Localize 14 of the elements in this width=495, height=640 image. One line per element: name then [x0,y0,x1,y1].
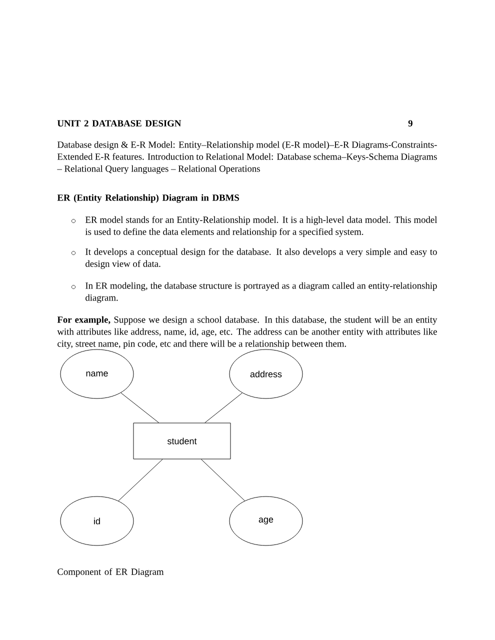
bullet-text: It develops a conceptual design for the database. It also develops a very simple and easy to design view of data. [86,248,437,269]
paragraph: For example, Suppose we design a school database. In this database, the student will be an entity with attributes like address, name, id, age, etc. The address can be another entity with attributes like city, street name, pin code, etc and there will be a relationship between them. [57,316,438,349]
bullet-text: ER model stands for an Entity-Relationship model. It is a high-level data model. This model is used to define the data elements and relationship for a specified system. [85,216,438,237]
caption: Component of ER Diagram [58,568,164,577]
bullet-text: In ER modeling, the database structure is portrayed as a diagram called an entity-relationship diagram. [86,282,437,303]
page-number: 9 [408,120,412,127]
section-heading: ER (Entity Relationship) Diagram in DBMS [57,194,239,203]
connector-line [120,392,160,423]
connector-line [200,459,246,502]
paragraph: Database design & E-R Model: Entity–Relationship model (E-R model)–E-R Diagrams-Constraints-Extended E-R features. Introduction to Relational Model: Database schema–Keys-Schema Diagrams – Relational Query languages – Relational Operations [57,141,437,174]
entity-box: student [133,422,231,460]
page-heading: UNIT 2 DATABASE DESIGN [57,120,182,127]
connector-line [204,392,243,423]
connector-line [118,459,163,502]
